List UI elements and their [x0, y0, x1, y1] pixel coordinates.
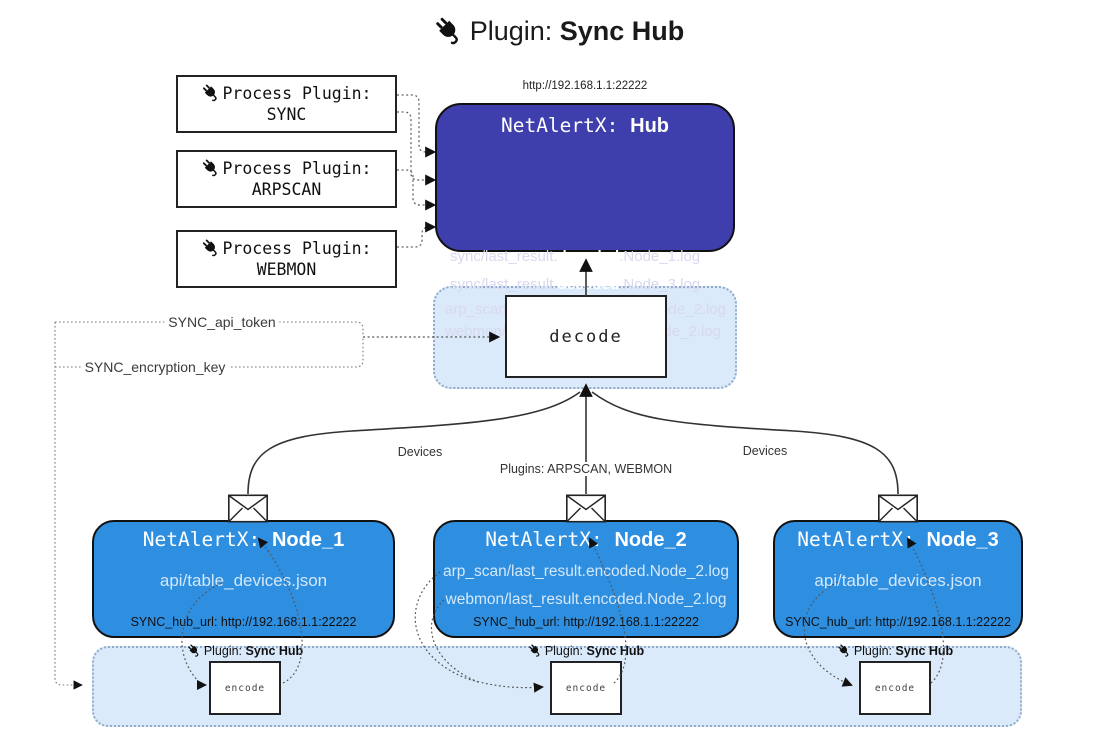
decode-box: decode — [505, 295, 667, 378]
node-box-node-3: NetAlertX: Node_3 api/table_devices.json… — [773, 520, 1023, 638]
node-hub-url: SYNC_hub_url: http://192.168.1.1:22222 — [130, 615, 357, 629]
wire-webmon-to-line4 — [397, 221, 437, 248]
node-title: NetAlertX: Node_1 — [142, 528, 345, 551]
plugins-label-center: Plugins: ARPSCAN, WEBMON — [495, 462, 677, 476]
process-plugin-name: ARPSCAN — [251, 180, 322, 199]
plug-icon — [527, 642, 543, 658]
hub-title-prefix: NetAlertX: — [500, 114, 619, 137]
process-plugin-name: WEBMON — [256, 260, 317, 279]
band-plugin-label: Plugin: Sync Hub — [836, 642, 953, 658]
wire-arpscan-to-line3 — [397, 169, 437, 211]
process-plugin-box-webmon: Process Plugin: WEBMON — [176, 230, 397, 288]
plug-icon — [432, 14, 464, 46]
node-hub-url: SYNC_hub_url: http://192.168.1.1:22222 — [473, 615, 699, 629]
node-title: NetAlertX: Node_3 — [797, 528, 999, 551]
sync-encryption-key-label: SYNC_encryption_key — [80, 359, 230, 375]
wire-sync-to-line1 — [397, 94, 437, 158]
process-plugin-label: Process Plugin: — [222, 84, 372, 103]
title-prefix: Plugin: — [469, 16, 553, 46]
wire-secrets-to-band — [54, 322, 83, 690]
encode-box: encode — [859, 661, 931, 715]
node-box-node-2: NetAlertX: Node_2 arp_scan/last_result.e… — [433, 520, 739, 638]
devices-label-left: Devices — [393, 445, 447, 459]
node-title: NetAlertX: Node_2 — [485, 528, 687, 551]
encode-box: encode — [209, 661, 281, 715]
sync-api-token-label: SYNC_api_token — [164, 314, 280, 330]
plug-icon — [200, 82, 222, 103]
process-plugin-box-arpscan: Process Plugin: ARPSCAN — [176, 150, 397, 208]
plug-icon — [186, 642, 202, 658]
page-title: Plugin: Sync Hub — [432, 14, 685, 47]
node-file-line: arp_scan/last_result.encoded.Node_2.log — [442, 563, 730, 580]
hub-title: NetAlertX: Hub — [437, 114, 733, 138]
plug-icon — [200, 157, 222, 178]
wire-sync-to-line2 — [397, 111, 437, 186]
process-plugin-box-sync: Process Plugin: SYNC — [176, 75, 397, 133]
node-hub-url: SYNC_hub_url: http://192.168.1.1:22222 — [785, 615, 1011, 629]
envelope-icon — [878, 494, 918, 523]
node-file-line: api/table_devices.json — [814, 571, 982, 590]
encode-box: encode — [550, 661, 622, 715]
devices-label-right: Devices — [738, 444, 792, 458]
hub-box: NetAlertX: Hub sync/last_result.decoded.… — [435, 103, 735, 340]
node-file-line: api/table_devices.json — [159, 571, 328, 590]
envelope-icon — [228, 494, 268, 523]
plug-icon — [200, 237, 222, 258]
wire-devices-right — [591, 391, 899, 495]
wire-devices-left — [247, 391, 581, 495]
hub-url-label: http://192.168.1.1:22222 — [522, 80, 648, 92]
node-box-node-1: NetAlertX: Node_1 api/table_devices.json… — [92, 520, 395, 638]
title-name: Sync Hub — [559, 16, 685, 46]
hub-title-name: Hub — [630, 115, 670, 137]
band-plugin-label: Plugin: Sync Hub — [186, 642, 303, 658]
hub-log-line: sync/last_result.decoded.Node_3.log — [450, 276, 701, 293]
band-plugin-label: Plugin: Sync Hub — [527, 642, 644, 658]
process-plugin-label: Process Plugin: — [222, 239, 372, 258]
process-plugin-name: SYNC — [266, 105, 307, 124]
plug-icon — [836, 642, 852, 658]
hub-log-line: sync/last_result.decoded.Node_1.log — [450, 248, 701, 265]
node-file-line: webmon/last_result.encoded.Node_2.log — [445, 591, 727, 608]
process-plugin-label: Process Plugin: — [222, 159, 372, 178]
envelope-icon — [566, 494, 606, 523]
